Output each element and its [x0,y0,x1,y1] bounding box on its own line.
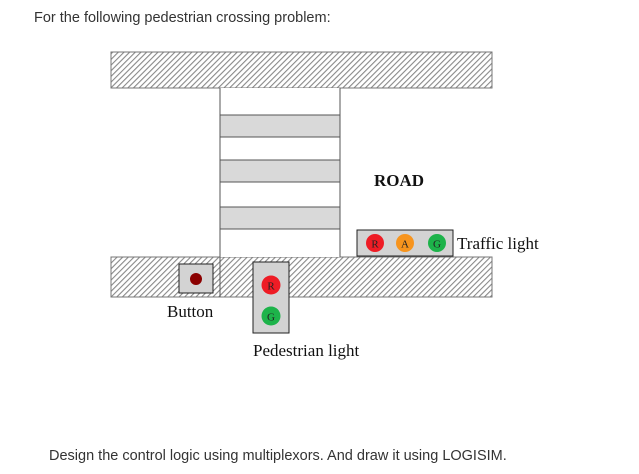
traffic-lamp-green-letter: G [433,239,441,251]
button-dot [190,273,202,285]
crossing-button [178,263,214,294]
pedestrian-lamp-green [261,306,281,326]
traffic-light: R A G [356,229,454,257]
question-intro: For the following pedestrian crossing pr… [34,10,331,26]
traffic-light-label: Traffic light [457,234,539,253]
crosswalk-stripe [219,159,341,183]
traffic-lamp-amber [396,234,414,252]
crosswalk-stripe [219,206,341,230]
traffic-lamp-red [366,234,384,252]
crosswalk-stripe [219,114,341,138]
pedestrian-light-label: Pedestrian light [253,341,360,360]
button-label: Button [167,302,214,321]
road-label: ROAD [374,171,424,190]
traffic-lamp-red-letter: R [371,239,379,251]
pedestrian-lamp-red [261,275,281,295]
crosswalk [219,88,341,297]
pedestrian-lamp-green-letter: G [267,312,275,324]
question-instruction: Design the control logic using multiplex… [49,448,507,464]
top-sidewalk [110,51,493,89]
traffic-lamp-amber-letter: A [401,239,409,251]
pedestrian-lamp-red-letter: R [267,281,275,293]
traffic-lamp-green [428,234,446,252]
pedestrian-light: R G [252,261,290,334]
bottom-sidewalk [110,256,493,298]
